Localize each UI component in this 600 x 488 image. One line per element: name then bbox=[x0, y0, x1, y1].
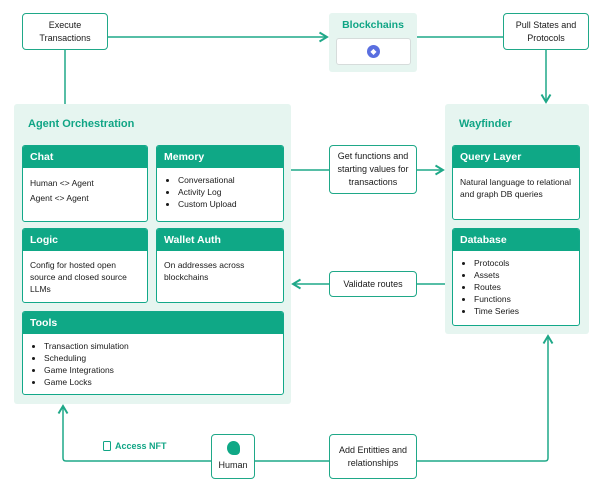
list-item: Time Series bbox=[474, 305, 572, 317]
wallet-auth-text: On addresses across blockchains bbox=[164, 260, 245, 282]
validate-routes-box: Validate routes bbox=[329, 271, 417, 297]
list-item: Conversational bbox=[178, 174, 276, 186]
human-box: Human bbox=[211, 434, 255, 479]
add-entities-box: Add Entitties and relationships bbox=[329, 434, 417, 479]
database-title: Database bbox=[453, 229, 579, 251]
chat-line: Human <> Agent bbox=[30, 178, 94, 188]
query-layer-title: Query Layer bbox=[453, 146, 579, 168]
logic-text: Config for hosted open source and closed… bbox=[30, 260, 127, 294]
human-head-icon bbox=[226, 441, 240, 455]
list-item: Custom Upload bbox=[178, 198, 276, 210]
access-nft-label: Access NFT bbox=[103, 441, 167, 451]
arrow-human-to-agent bbox=[57, 404, 211, 462]
wallet-auth-title: Wallet Auth bbox=[157, 229, 283, 251]
tools-card: ToolsTransaction simulationSchedulingGam… bbox=[22, 311, 284, 395]
access-nft-text: Access NFT bbox=[115, 441, 167, 451]
list-item: Game Locks bbox=[44, 376, 276, 388]
memory-title: Memory bbox=[157, 146, 283, 168]
ethereum-icon: ◆ bbox=[367, 45, 380, 58]
agent-orchestration-title: Agent Orchestration bbox=[28, 118, 135, 130]
tools-title: Tools bbox=[23, 312, 283, 334]
list-item: Functions bbox=[474, 293, 572, 305]
label: Get functions and starting values for tr… bbox=[337, 151, 409, 187]
blockchains-title: Blockchains bbox=[342, 19, 404, 31]
chat-title: Chat bbox=[23, 146, 147, 168]
logic-title: Logic bbox=[23, 229, 147, 251]
chat-line: Agent <> Agent bbox=[30, 193, 89, 203]
blockchains-panel: Blockchains ◆ bbox=[329, 13, 417, 72]
chain-list: ◆ bbox=[336, 38, 411, 65]
label: Execute Transactions bbox=[39, 19, 91, 43]
get-functions-box: Get functions and starting values for tr… bbox=[329, 145, 417, 194]
arrow-add-to-wayfinder bbox=[417, 334, 554, 462]
label: Validate routes bbox=[343, 278, 403, 289]
wayfinder-title: Wayfinder bbox=[459, 118, 512, 130]
list-item: Assets bbox=[474, 269, 572, 281]
database-card: DatabaseProtocolsAssetsRoutesFunctionsTi… bbox=[452, 228, 580, 326]
wallet-auth-card: Wallet Auth On addresses across blockchai… bbox=[156, 228, 284, 303]
nft-icon bbox=[103, 441, 111, 451]
label: Add Entitties and relationships bbox=[338, 444, 408, 468]
list-item: Game Integrations bbox=[44, 364, 276, 376]
list-item: Activity Log bbox=[178, 186, 276, 198]
pull-states-box: Pull States and Protocols bbox=[503, 13, 589, 50]
list-item: Routes bbox=[474, 281, 572, 293]
memory-card: MemoryConversationalActivity LogCustom U… bbox=[156, 145, 284, 222]
list-item: Protocols bbox=[474, 257, 572, 269]
label: Pull States and Protocols bbox=[515, 19, 577, 43]
list-item: Scheduling bbox=[44, 352, 276, 364]
label: Human bbox=[218, 460, 248, 470]
execute-transactions-box: Execute Transactions bbox=[22, 13, 108, 50]
list-item: Transaction simulation bbox=[44, 340, 276, 352]
query-layer-text: Natural language to relational and graph… bbox=[460, 177, 572, 199]
